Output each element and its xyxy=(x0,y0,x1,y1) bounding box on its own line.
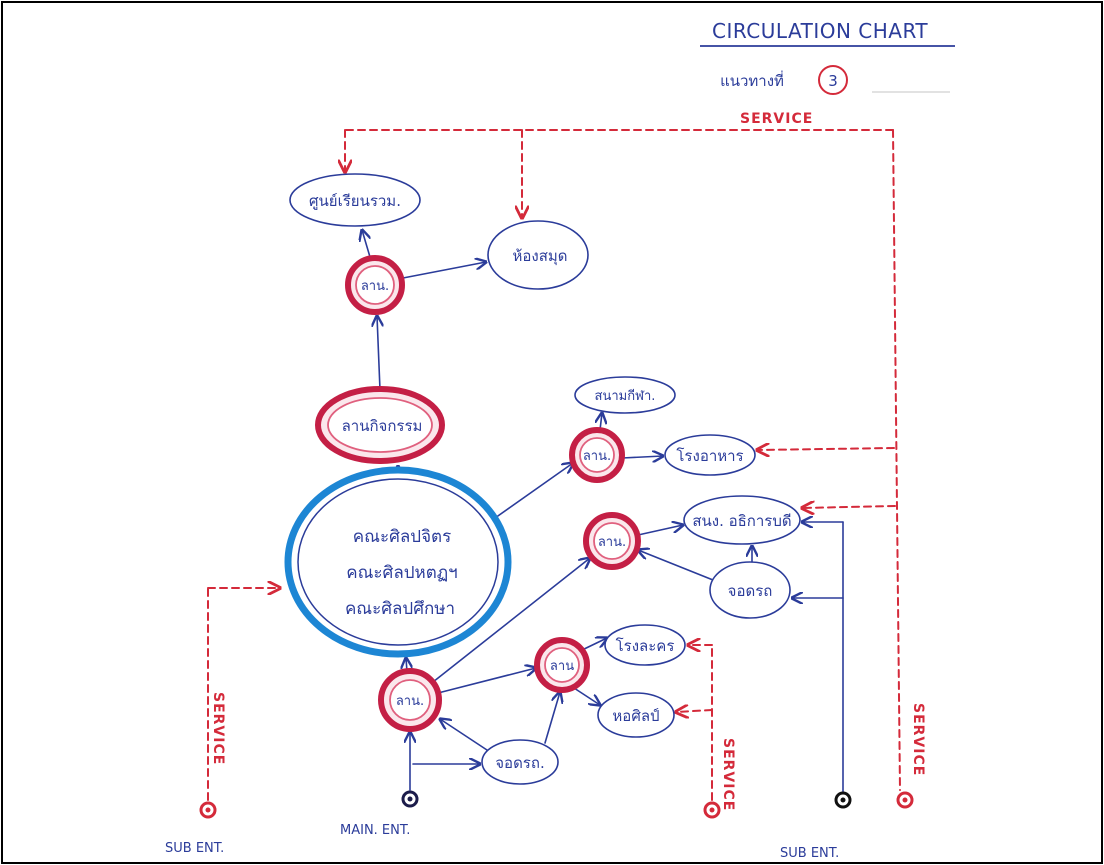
plaza-sports-inner-ring xyxy=(579,437,615,473)
faculty-label-2: คณะศิลปหตฏฯ xyxy=(346,563,457,583)
sub-entrance-left-dot xyxy=(205,807,211,813)
service-label-top: SERVICE xyxy=(740,111,813,127)
service-label-left: SERVICE xyxy=(210,692,226,765)
entrances: SUB ENT. MAIN. ENT. SUB ENT. xyxy=(165,790,914,861)
stadium-shape xyxy=(574,376,676,414)
service-routes: SERVICE SERVICE SERVICE SERVICE xyxy=(207,111,926,811)
flow-to-stadium xyxy=(600,413,602,431)
library-shape xyxy=(487,220,589,290)
plaza-main-label: ลาน. xyxy=(396,694,424,709)
parking-east-shape xyxy=(709,561,791,619)
node-parking-east: จอดรถ xyxy=(709,561,791,619)
node-activity-plaza: ลานกิจกรรม xyxy=(315,386,445,464)
president-office-label: สนง. อธิการบดี xyxy=(692,512,791,530)
canteen-shape xyxy=(664,434,756,476)
sub-entrance-right-label: SUB ENT. xyxy=(780,846,839,861)
faculty-label-1: คณะศิลปจิตร xyxy=(353,527,451,547)
faculties-outer-ring xyxy=(284,466,512,658)
president-office-shape xyxy=(683,495,801,545)
theatre-shape xyxy=(604,624,686,666)
chart-title: CIRCULATION CHART xyxy=(712,19,928,43)
option-number: 3 xyxy=(828,72,838,90)
option-subtitle: แนวทางที่ xyxy=(720,70,784,90)
flow-parking-to-main-plaza xyxy=(440,719,491,753)
node-plaza-sports: ลาน. xyxy=(569,427,625,483)
plaza-office-inner-ring xyxy=(593,522,631,560)
flow-to-gallery xyxy=(573,687,600,705)
flow-to-president-office xyxy=(637,525,683,536)
parking-main-label: จอดรถ. xyxy=(495,754,544,772)
flow-plaza-to-learning-center xyxy=(362,230,370,258)
flow-main-plaza-to-arts-plaza xyxy=(437,668,536,694)
plaza-main-inner-ring xyxy=(389,679,431,721)
option-number-circle xyxy=(818,65,848,95)
activity-plaza-label: ลานกิจกรรม xyxy=(342,417,423,435)
node-faculties: คณะศิลปจิตร คณะศิลปหตฏฯ คณะศิลปศึกษา xyxy=(284,466,512,658)
node-canteen: โรงอาหาร xyxy=(664,434,756,476)
sub-entrance-left-label: SUB ENT. xyxy=(165,841,224,856)
flow-parking-to-arts-plaza xyxy=(544,692,560,744)
node-gallery: หอศิลป์ xyxy=(597,692,675,738)
node-president-office: สนง. อธิการบดี xyxy=(683,495,801,545)
service-arrow-president-office xyxy=(802,506,896,508)
gallery-label: หอศิลป์ xyxy=(612,707,659,725)
learning-center-label: ศูนย์เรียนรวม. xyxy=(309,192,401,210)
service-entrance-middle-dot xyxy=(709,807,715,813)
plaza-office-label: ลาน. xyxy=(598,535,626,550)
service-label-middle: SERVICE xyxy=(720,738,736,811)
plaza-north-inner-ring xyxy=(355,265,395,305)
stadium-label: สนามกีฬา. xyxy=(595,388,656,404)
service-route-right xyxy=(892,129,901,791)
service-arrow-gallery xyxy=(676,710,713,712)
plaza-arts-label: ลาน xyxy=(550,659,574,674)
node-stadium: สนามกีฬา. xyxy=(574,376,676,414)
theatre-label: โรงละคร xyxy=(616,637,675,655)
parking-east-label: จอดรถ xyxy=(728,582,773,600)
node-theatre: โรงละคร xyxy=(604,624,686,666)
flow-plaza-to-library xyxy=(402,262,486,279)
flow-parking-to-office-plaza xyxy=(638,550,719,583)
plaza-north-label: ลาน. xyxy=(361,279,389,294)
node-learning-center: ศูนย์เรียนรวม. xyxy=(289,173,421,227)
faculties-inner-ring xyxy=(297,478,499,646)
learning-center-shape xyxy=(289,173,421,227)
main-entrance-label: MAIN. ENT. xyxy=(340,823,410,838)
sub-entrance-right-dot xyxy=(840,797,846,803)
node-plaza-main: ลาน. xyxy=(378,668,442,732)
service-entrance-right-dot xyxy=(902,797,908,803)
library-label: ห้องสมุด xyxy=(512,247,567,266)
plaza-sports-label: ลาน. xyxy=(583,449,611,464)
service-arrow-canteen xyxy=(757,448,895,450)
node-parking-main: จอดรถ. xyxy=(481,739,559,785)
node-library: ห้องสมุด xyxy=(487,220,589,290)
faculty-label-3: คณะศิลปศึกษา xyxy=(345,599,455,619)
canteen-label: โรงอาหาร xyxy=(676,447,743,465)
parking-main-shape xyxy=(481,739,559,785)
main-entrance-dot xyxy=(407,796,413,802)
service-label-right: SERVICE xyxy=(910,703,926,776)
flow-activity-to-plaza xyxy=(377,316,380,391)
activity-plaza-inner-ring xyxy=(327,397,433,453)
gallery-shape xyxy=(597,692,675,738)
node-plaza-north: ลาน. xyxy=(345,255,405,315)
plaza-arts-inner-ring xyxy=(544,647,580,683)
node-plaza-office: ลาน. xyxy=(583,512,641,570)
flow-to-canteen xyxy=(621,456,663,458)
flow-main-plaza-to-office-plaza xyxy=(432,558,590,683)
node-plaza-arts: ลาน xyxy=(534,637,590,693)
